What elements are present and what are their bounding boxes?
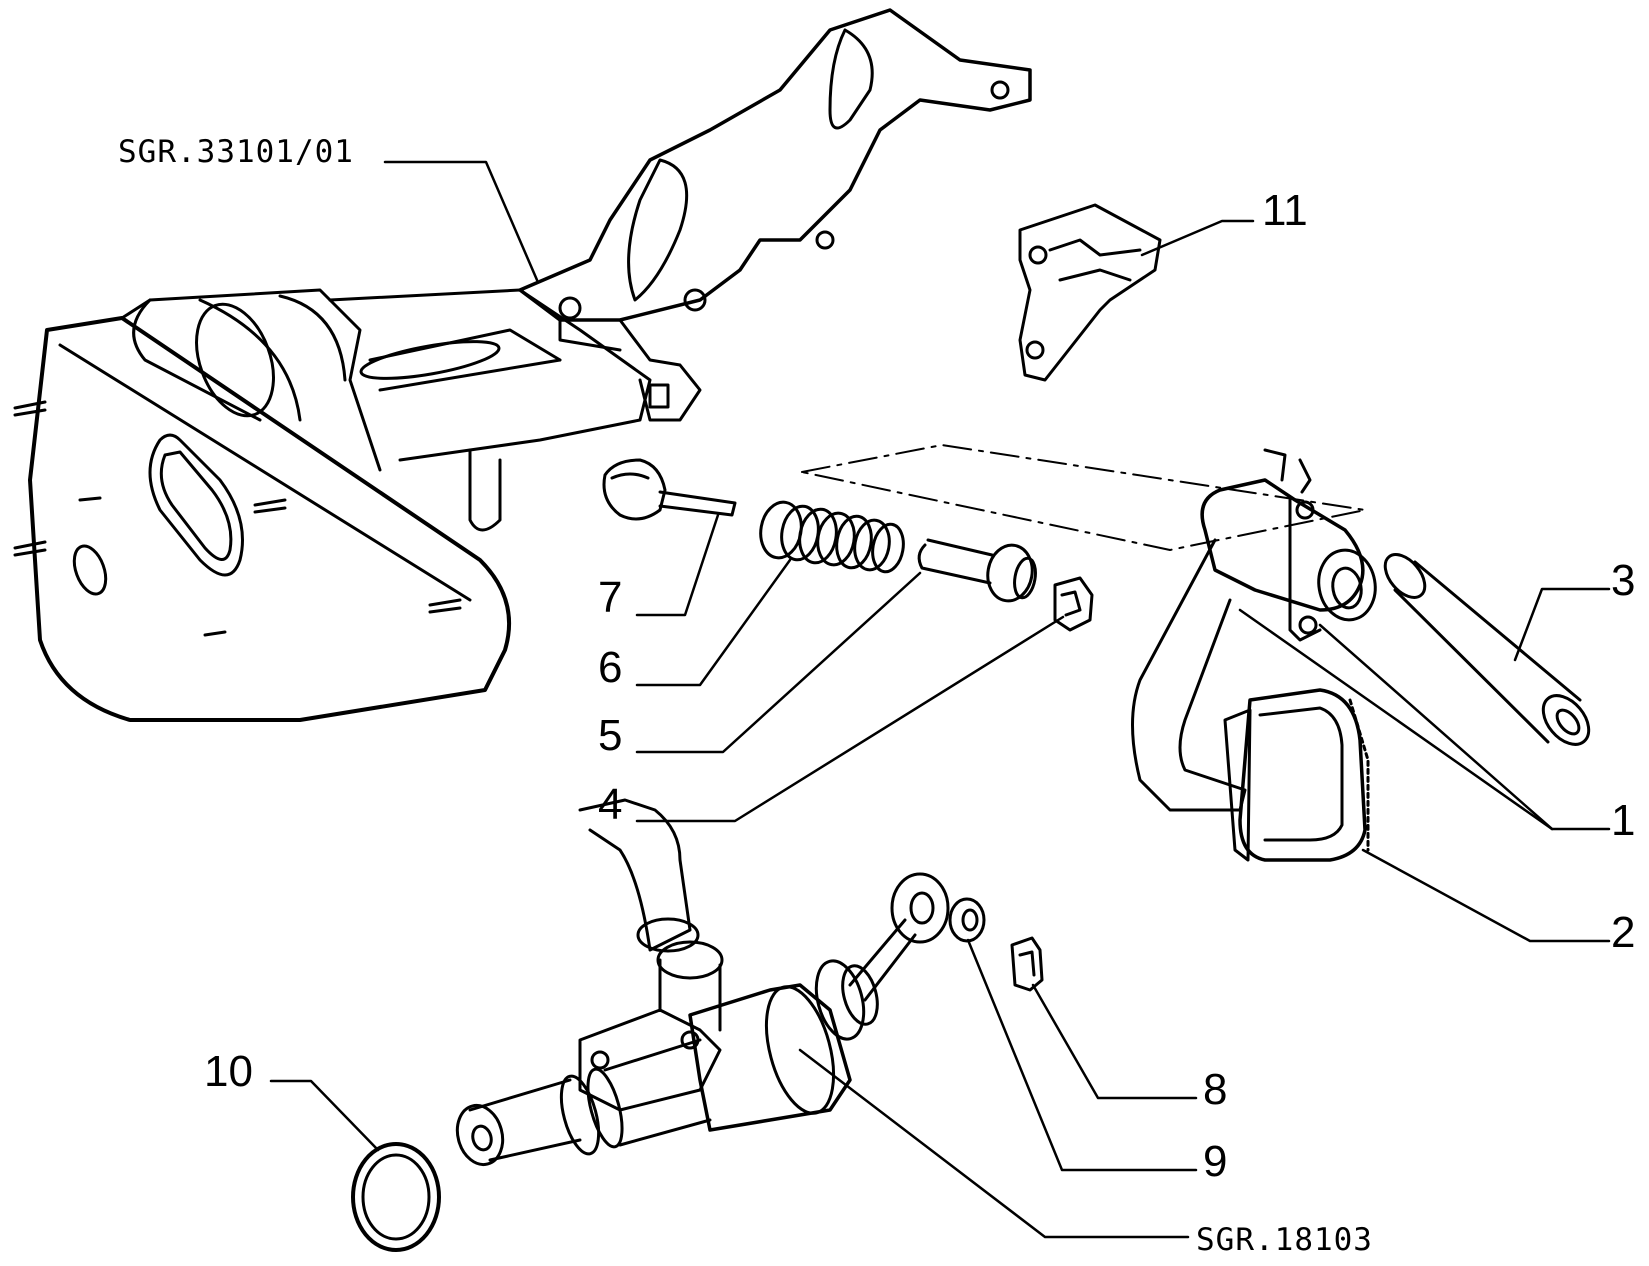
leader-8 — [1031, 983, 1198, 1100]
callout-4: 4 — [598, 780, 623, 829]
callout-5: 5 — [598, 711, 623, 760]
leader-2 — [1361, 848, 1611, 943]
ref-label-master-cylinder: SGR.18103 — [1196, 1222, 1373, 1258]
part-3-sleeve — [1383, 553, 1591, 746]
pedal-lever — [1131, 448, 1377, 862]
leader-4 — [635, 615, 1065, 823]
leader-3 — [1513, 587, 1611, 662]
leader-9 — [966, 938, 1198, 1172]
leader-6 — [635, 558, 792, 687]
part-7-pin — [602, 458, 737, 521]
part-5-push-rod — [917, 538, 1037, 603]
leader-ref-bottom — [798, 1048, 1190, 1239]
callout-3: 3 — [1611, 556, 1636, 605]
leader-11 — [1140, 219, 1255, 257]
alignment-line — [801, 444, 1366, 551]
leader-5 — [635, 571, 922, 754]
part-9-washer — [948, 897, 986, 943]
callout-9: 9 — [1203, 1137, 1228, 1186]
leader-lines — [269, 160, 1611, 1239]
leader-10 — [269, 1079, 380, 1152]
part-4-clip — [1053, 576, 1094, 632]
part-10-seal — [351, 1142, 441, 1252]
leader-1b — [1318, 623, 1554, 831]
part-11-bracket — [1018, 203, 1162, 382]
callout-8: 8 — [1203, 1065, 1228, 1114]
leader-7 — [635, 513, 720, 617]
callout-1: 1 — [1611, 796, 1636, 845]
leader-ref-top — [383, 160, 539, 282]
pedal-box-bracket — [13, 8, 1032, 722]
callout-11: 11 — [1262, 186, 1308, 235]
master-cylinder — [455, 798, 950, 1167]
ref-label-pedal-box: SGR.33101/01 — [118, 134, 354, 170]
callout-6: 6 — [598, 643, 623, 692]
leader-1a — [1238, 608, 1611, 831]
callout-2: 2 — [1611, 908, 1636, 957]
callout-10: 10 — [204, 1047, 253, 1096]
part-6-spring — [759, 500, 905, 574]
callout-7: 7 — [598, 573, 623, 622]
part-8-clip — [1010, 936, 1044, 992]
